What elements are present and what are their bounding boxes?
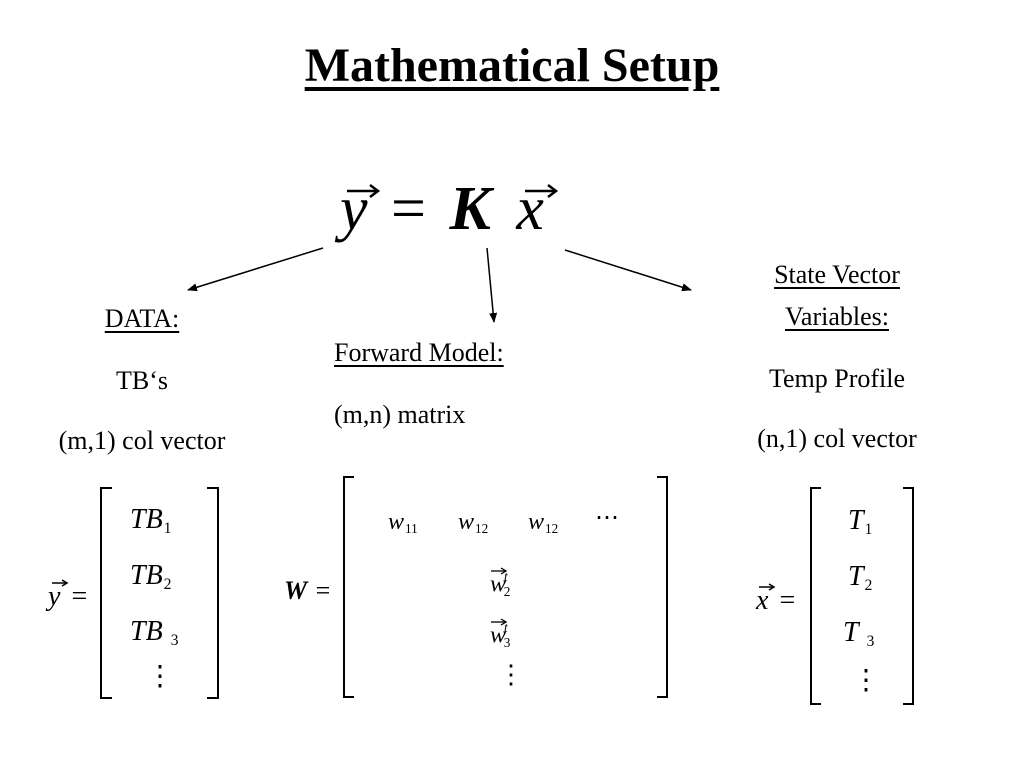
- data-line1: TB‘s: [116, 366, 168, 395]
- w-matrix-entry-w12b: w12: [528, 509, 559, 536]
- y-vector-entry-2: TB2: [130, 560, 172, 593]
- main-equation-x: x: [516, 175, 544, 243]
- x-vector-symbol: x: [756, 585, 769, 616]
- vector-arrow-y-small: [52, 579, 69, 587]
- w-matrix-row3: wt3: [490, 620, 511, 650]
- w-matrix-left-bracket: [343, 476, 354, 698]
- y-vector-equals: =: [71, 581, 88, 612]
- forward-model-heading: Forward Model:: [334, 338, 504, 367]
- slide-title: Mathematical Setup: [304, 39, 720, 92]
- y-vector-left-bracket: [100, 487, 112, 699]
- w-matrix-lhs: W =: [284, 578, 330, 604]
- vector-arrow-w2: [491, 567, 508, 575]
- vector-arrow-x-small: [759, 583, 776, 591]
- y-vector-symbol: y: [48, 581, 61, 612]
- w-matrix-row1-ellipsis: ⋯: [595, 505, 619, 531]
- w-matrix-entry-w11: w11: [388, 509, 418, 536]
- vector-arrow-main-x: [525, 184, 559, 198]
- arrow-to-state-vector: [564, 249, 692, 292]
- w-matrix-row2: wt2: [490, 569, 511, 599]
- main-equation-y: y: [340, 175, 368, 243]
- vector-arrow-main-y: [347, 184, 381, 198]
- x-vector-left-bracket: [810, 487, 821, 705]
- w-matrix-ellipsis: ⋮: [498, 660, 524, 689]
- state-vector-heading-line1: State Vector: [774, 260, 900, 289]
- state-vector-line2: (n,1) col vector: [757, 424, 917, 453]
- x-vector-ellipsis: ⋮: [852, 665, 880, 696]
- x-vector-right-bracket: [903, 487, 914, 705]
- state-vector-heading-line2: Variables:: [785, 302, 889, 331]
- arrow-to-forward-model: [486, 247, 498, 323]
- arrow-to-data: [187, 247, 324, 292]
- vector-arrow-w3: [491, 618, 508, 626]
- state-vector-line1: Temp Profile: [768, 364, 906, 393]
- x-vector-entry-2: T2: [848, 561, 873, 594]
- y-vector-ellipsis: ⋮: [146, 661, 174, 692]
- data-heading: DATA:: [104, 304, 180, 333]
- y-vector-right-bracket: [207, 487, 219, 699]
- y-vector-lhs: y =: [48, 583, 87, 611]
- data-line2: (m,1) col vector: [58, 426, 226, 455]
- x-vector-equals: =: [779, 585, 796, 616]
- w-matrix-right-bracket: [657, 476, 668, 698]
- w-matrix-symbol: W: [284, 576, 308, 605]
- main-equation-equals: =: [391, 175, 426, 243]
- main-equation: y = K x: [340, 178, 544, 240]
- x-vector-entry-1: T1: [848, 505, 873, 538]
- w-matrix-equals: =: [315, 576, 331, 605]
- w-matrix-entry-w12a: w12: [458, 509, 489, 536]
- x-vector-lhs: x =: [756, 587, 795, 615]
- y-vector-entry-1: TB1: [130, 504, 172, 537]
- forward-model-line1: (m,n) matrix: [334, 400, 466, 429]
- main-equation-k: K: [449, 175, 491, 243]
